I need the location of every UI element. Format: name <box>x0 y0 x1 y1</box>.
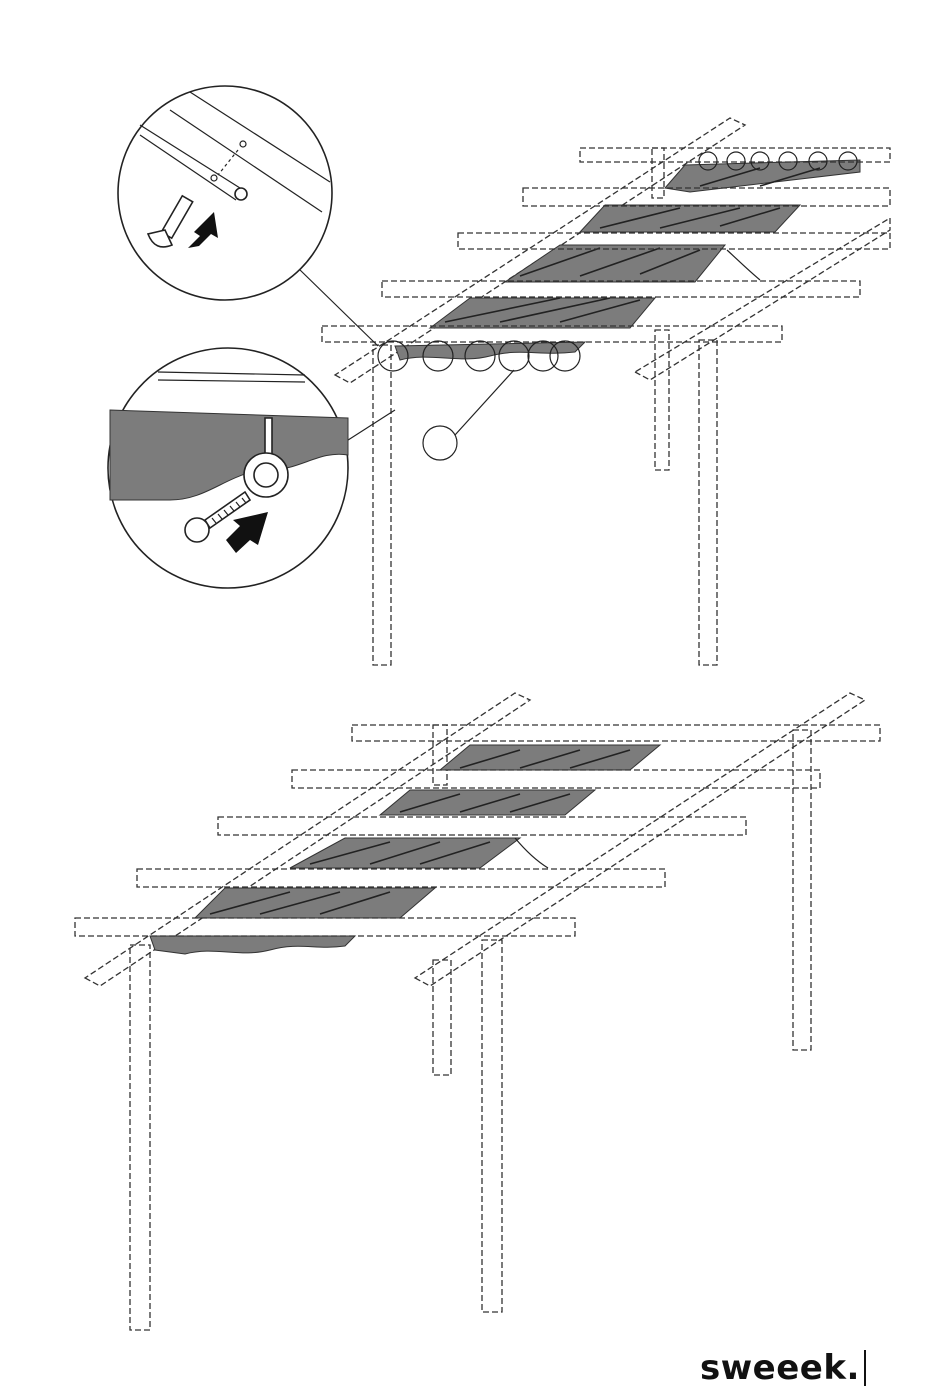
detail-rod-insert <box>118 86 378 346</box>
lower-canopy <box>150 745 660 954</box>
brand-divider <box>864 1350 866 1386</box>
upper-canopy <box>395 160 860 360</box>
detail-eye-bolt <box>108 348 395 588</box>
rod-icon <box>235 188 247 200</box>
brand-logo: sweeek. <box>700 1348 860 1388</box>
lower-posts <box>130 725 811 1330</box>
pergola-lower <box>75 693 880 1330</box>
pergola-upper <box>322 118 890 665</box>
